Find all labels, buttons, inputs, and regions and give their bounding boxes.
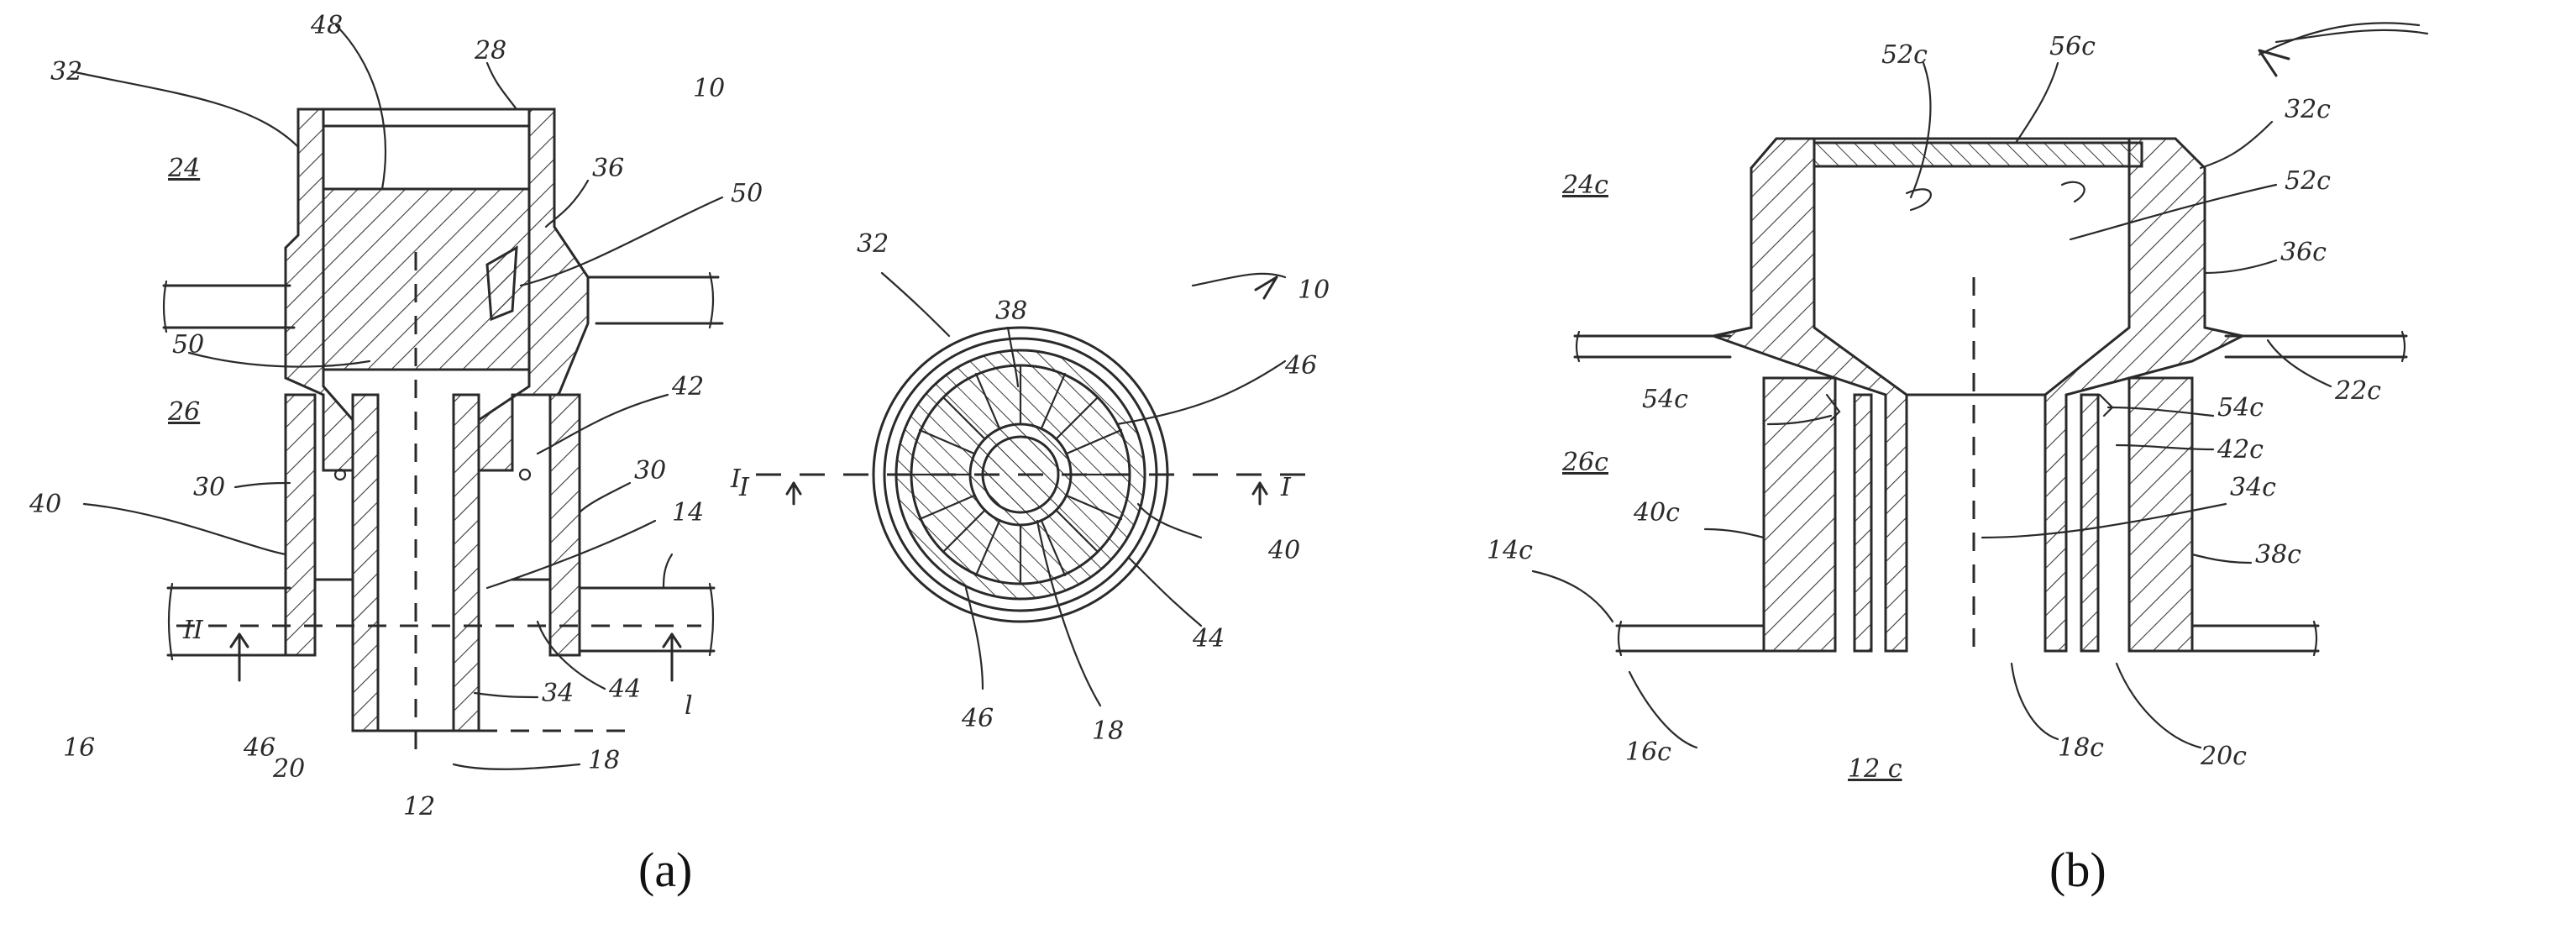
panel-label-a: (a): [638, 842, 692, 897]
ref-48: 48: [310, 11, 343, 40]
ref-36c: 36c: [2280, 238, 2327, 267]
panel-label-b: (b): [2049, 842, 2106, 897]
ref-30-right: 30: [634, 456, 666, 485]
ref-34c: 34c: [2230, 473, 2276, 502]
ref-I-left: I: [738, 473, 750, 502]
ref-28: 28: [474, 36, 506, 66]
ref-12c: 12 c: [1848, 754, 1902, 784]
ref-32: 32: [50, 57, 82, 87]
ref-50-right: 50: [731, 179, 763, 208]
ref-26c: 26c: [1561, 448, 1608, 477]
panel-a-plan-view: 32 38 10 46 40 44 46 18 I I: [738, 229, 1330, 746]
section-arrows-I: [785, 481, 1268, 506]
ref-54c-left: 54c: [1642, 385, 1688, 414]
ref-18: 18: [588, 746, 620, 775]
sleeve-40: [284, 393, 581, 657]
ref-16c: 16c: [1625, 737, 1671, 767]
ref-II: II: [182, 616, 204, 645]
ref-38c: 38c: [2255, 540, 2301, 569]
ref-22c: 22c: [2334, 376, 2381, 406]
sleeve-40c: [1762, 376, 1837, 653]
ref-38-plan: 38: [995, 297, 1027, 326]
ref-26: 26: [167, 397, 200, 427]
ref-32-plan: 32: [857, 229, 889, 259]
ref-44-plan: 44: [1192, 624, 1225, 653]
leaders-plan: [880, 271, 1287, 707]
panel-b-section-view: 52c 56c 32c 52c 24c 36c 22c 54c 54c 42c …: [1487, 22, 2429, 784]
piston-48: [322, 187, 531, 371]
ref-46-plan-top: 46: [1284, 351, 1317, 381]
leaders-b: [1531, 22, 2429, 749]
ref-34: 34: [542, 679, 574, 708]
sleeve-38c: [2127, 376, 2194, 653]
ref-24: 24: [167, 154, 200, 183]
ref-I: I: [730, 464, 742, 494]
ref-20: 20: [272, 754, 305, 784]
ref-18c: 18c: [2058, 733, 2104, 763]
ref-44: 44: [608, 674, 641, 704]
ref-I-right: I: [1280, 473, 1292, 502]
ref-54c-right: 54c: [2217, 393, 2264, 423]
cap-56c: [1813, 141, 2143, 168]
ref-46: 46: [243, 733, 275, 763]
section-arrows-II: [229, 632, 682, 682]
ref-14c: 14c: [1487, 536, 1533, 565]
ref-14: 14: [672, 498, 704, 527]
ref-16: 16: [63, 733, 95, 763]
ref-50-left: 50: [172, 330, 204, 360]
ref-32c: 32c: [2285, 95, 2331, 124]
ref-52c-right: 52c: [2285, 166, 2331, 196]
ref-30-left: 30: [193, 473, 225, 502]
lower-plate: [166, 582, 716, 661]
ref-12: 12: [403, 792, 435, 821]
ref-24c: 24c: [1561, 171, 1608, 200]
ref-42: 42: [671, 372, 704, 402]
ref-l: l: [685, 691, 693, 721]
ref-52c-top: 52c: [1881, 40, 1928, 70]
ref-36: 36: [592, 154, 624, 183]
ref-20c: 20c: [2200, 742, 2247, 771]
ref-56c: 56c: [2049, 32, 2096, 61]
upper-plate: [162, 271, 724, 333]
ref-40c: 40c: [1633, 498, 1680, 527]
ref-40-plan: 40: [1267, 536, 1300, 565]
ref-40: 40: [29, 490, 61, 519]
panel-a-section-view: 48 28 32 10 24 36 50 50 26 42 30 30 40 1…: [29, 11, 763, 821]
ref-46-plan-bottom: 46: [961, 704, 994, 733]
ref-10: 10: [693, 74, 725, 103]
ref-42c: 42c: [2217, 435, 2264, 464]
ref-18-plan: 18: [1092, 716, 1124, 746]
leaders-a: [70, 24, 724, 770]
ref-10-plan: 10: [1298, 276, 1330, 305]
